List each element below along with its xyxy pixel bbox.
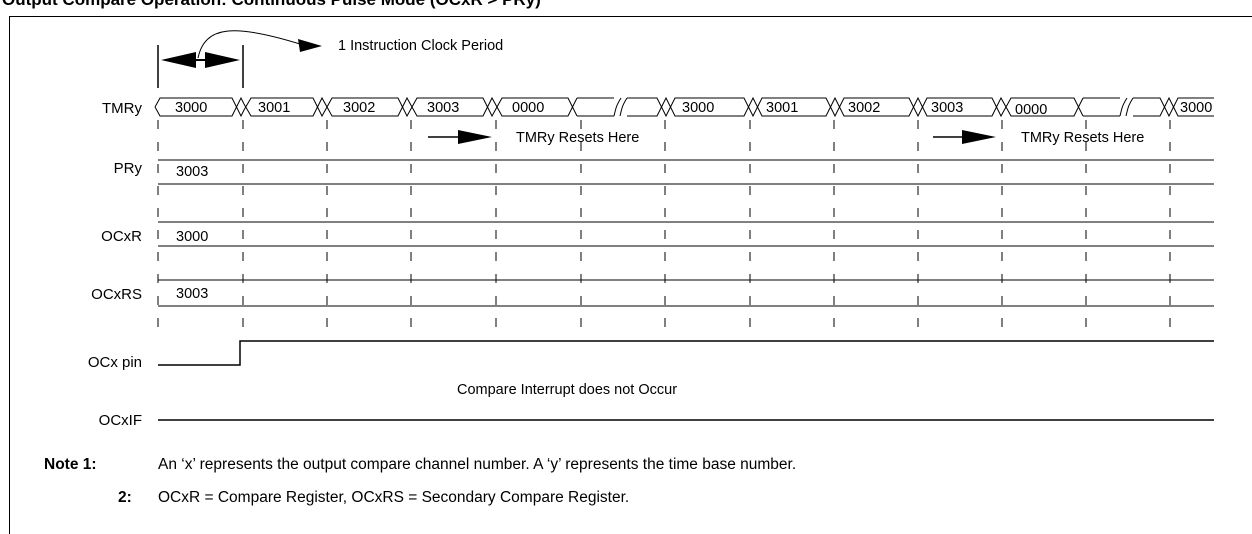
tmr-value: 3001 (258, 100, 290, 116)
tmr-value: 3000 (175, 100, 207, 116)
signal-label-tmr: TMRy (102, 100, 142, 117)
left-arrow-icon (161, 52, 196, 68)
note-2-text: OCxR = Compare Register, OCxRS = Seconda… (158, 489, 630, 506)
pointer-arrow-icon (298, 39, 322, 52)
note-1: Note 1: (44, 456, 97, 474)
signal-label-pr: PRy (113, 160, 142, 177)
note-1-number: 1: (82, 456, 97, 473)
tmr-value: 3001 (766, 100, 798, 116)
pr-bus: 3003 (158, 159, 1214, 185)
tmr-value: 0000 (1015, 102, 1047, 118)
signal-label-ocr: OCxR (101, 228, 142, 245)
tmr-value: 0000 (512, 100, 544, 116)
time-guides (157, 120, 1171, 334)
tmr-value: 3002 (848, 100, 880, 116)
figure-title-text: Output Compare Operation: Continuous Pul… (2, 0, 541, 10)
reset-arrow-icon (458, 130, 492, 144)
pin-waveform (158, 340, 1214, 366)
tmr-bus (154, 96, 1214, 118)
figure-title: Output Compare Operation: Continuous Pul… (0, 0, 1252, 12)
tmr-value: 3003 (931, 100, 963, 116)
tmr-value: 3000 (682, 100, 714, 116)
reset-annotation-2: TMRy Resets Here (933, 130, 1144, 146)
tmr-value: 3002 (343, 100, 375, 116)
signal-label-pin: OCx pin (87, 354, 142, 371)
pr-value: 3003 (176, 164, 208, 180)
reset-arrow-icon (962, 130, 996, 144)
note-2-number: 2: (118, 489, 132, 507)
tmr-value: 3000 (1180, 100, 1212, 116)
ocr-bus: 3000 (158, 221, 1214, 247)
reset-annotation-1: TMRy Resets Here (428, 130, 639, 146)
ocr-value: 3000 (176, 229, 208, 245)
note-2-number-text: 2: (118, 489, 132, 506)
tmr-values: 3000 3001 3002 3003 0000 3000 3001 3002 … (175, 100, 1212, 118)
ocrs-bus: 3003 (158, 279, 1214, 307)
reset-label: TMRy Resets Here (1021, 130, 1144, 146)
clock-period-label: 1 Instruction Clock Period (338, 38, 503, 54)
ocrs-value: 3003 (176, 286, 208, 302)
signal-label-ocrs: OCxRS (91, 286, 142, 303)
note-heading: Note (44, 456, 79, 473)
tmr-value: 3003 (427, 100, 459, 116)
interrupt-note: Compare Interrupt does not Occur (457, 382, 677, 398)
figure-frame (9, 16, 1252, 534)
note-1-text: An ‘x’ represents the output compare cha… (158, 456, 797, 473)
signal-label-ocif: OCxIF (98, 412, 142, 429)
reset-label: TMRy Resets Here (516, 130, 639, 146)
clock-period-indicator: 1 Instruction Clock Period (157, 30, 503, 88)
right-arrow-icon (205, 52, 240, 68)
